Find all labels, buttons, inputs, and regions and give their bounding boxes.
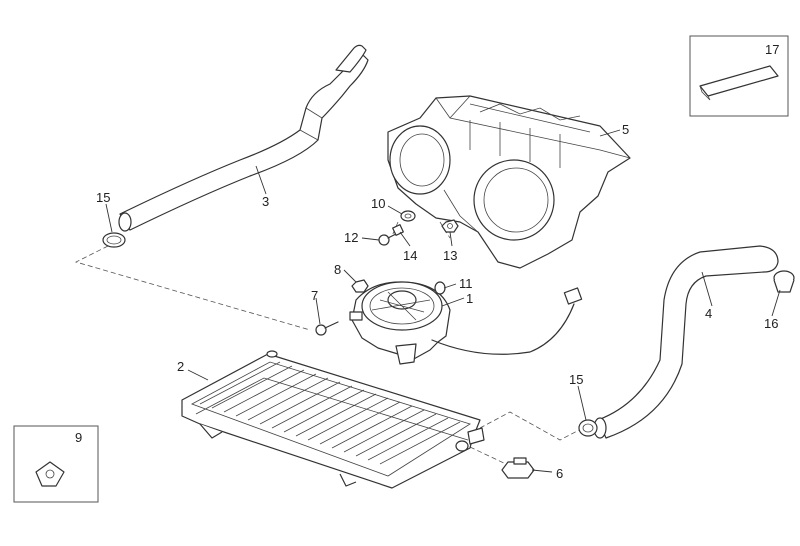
cooling-fan[interactable] bbox=[349, 281, 583, 365]
hose-clamp-left[interactable] bbox=[102, 232, 126, 248]
callout-3: 3 bbox=[262, 194, 269, 209]
callout-5: 5 bbox=[622, 122, 629, 137]
callout-10: 10 bbox=[371, 196, 385, 211]
lower-coolant-hose[interactable] bbox=[593, 245, 779, 439]
nut-13[interactable] bbox=[441, 219, 459, 233]
callout-16: 16 bbox=[764, 316, 778, 331]
callout-4: 4 bbox=[705, 306, 712, 321]
hose-clamp-right[interactable] bbox=[773, 270, 795, 293]
callout-8: 8 bbox=[334, 262, 341, 277]
grommet-11[interactable] bbox=[434, 281, 446, 295]
foam-strip[interactable] bbox=[699, 65, 779, 101]
part-17-box bbox=[689, 35, 789, 117]
speed-nut-clip[interactable] bbox=[35, 461, 65, 487]
nut-8[interactable] bbox=[351, 279, 369, 293]
callout-6: 6 bbox=[556, 466, 563, 481]
callout-13: 13 bbox=[443, 248, 457, 263]
radiator[interactable] bbox=[181, 350, 485, 489]
screw-7[interactable] bbox=[315, 321, 339, 336]
thermal-switch[interactable] bbox=[501, 457, 535, 479]
hose-clamp-lower[interactable] bbox=[578, 419, 598, 437]
callout-11: 11 bbox=[459, 276, 473, 291]
callout-labels: 1 2 3 4 5 6 7 8 9 10 11 12 13 14 15 15 1… bbox=[75, 42, 779, 481]
leader-lines bbox=[105, 129, 781, 473]
air-duct-housing[interactable] bbox=[387, 95, 631, 269]
callout-14: 14 bbox=[403, 248, 417, 263]
callout-12: 12 bbox=[344, 230, 358, 245]
callout-2: 2 bbox=[177, 359, 184, 374]
upper-coolant-hose[interactable] bbox=[118, 44, 369, 232]
callout-15-right: 15 bbox=[569, 372, 583, 387]
part-9-box bbox=[13, 425, 99, 503]
callout-17: 17 bbox=[765, 42, 779, 57]
callout-1: 1 bbox=[466, 291, 473, 306]
washer-10[interactable] bbox=[400, 210, 416, 222]
callout-9: 9 bbox=[75, 430, 82, 445]
callout-7: 7 bbox=[311, 288, 318, 303]
callout-15-left: 15 bbox=[96, 190, 110, 205]
